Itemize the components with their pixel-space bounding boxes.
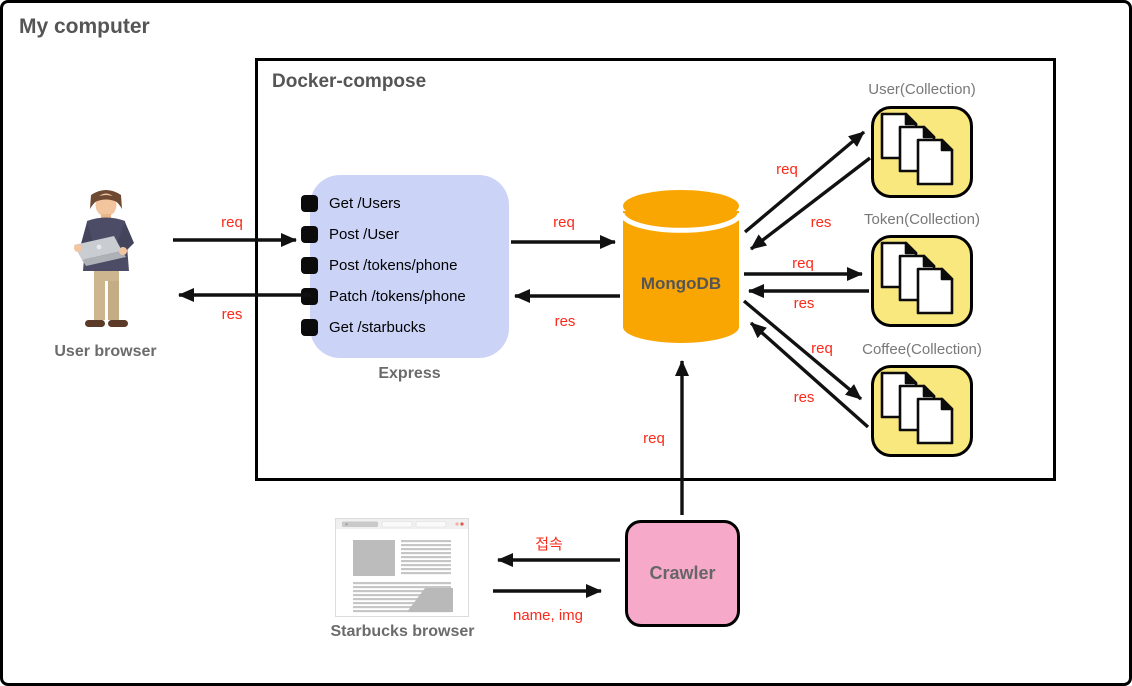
docker-compose-box: Docker-compose [255, 58, 1056, 481]
person-with-laptop-icon [74, 190, 134, 327]
mongodb-label: MongoDB [640, 274, 722, 293]
express-label: Express [378, 365, 441, 382]
person-body [74, 190, 134, 327]
stacked-documents-icon [880, 371, 954, 445]
express-route: Post /tokens/phone [301, 256, 466, 274]
arrow-label-res: res [221, 306, 243, 323]
express-route-list: Get /Users Post /User Post /tokens/phone… [301, 194, 466, 349]
arrow-label-res: res [793, 295, 815, 312]
user-browser-label: User browser [54, 343, 157, 360]
crawler-box: Crawler [625, 520, 740, 627]
express-route: Get /starbucks [301, 318, 466, 336]
route-label: Patch /tokens/phone [329, 287, 466, 305]
arrow-label-req: req [643, 430, 665, 447]
arrow-label-req: req [811, 340, 833, 357]
route-label: Post /tokens/phone [329, 256, 458, 274]
arrow-label-req: req [221, 214, 243, 231]
browser-window-dot [460, 522, 464, 526]
arrow-label-req: req [553, 214, 575, 231]
stacked-documents-icon [880, 241, 954, 315]
route-label: Get /Users [329, 194, 401, 212]
black-square-bullet-icon [301, 318, 318, 336]
docker-compose-title: Docker-compose [272, 71, 427, 92]
arrow-label-res: res [810, 214, 832, 231]
arrow-label-res: res [554, 313, 576, 330]
browser-page-content [353, 540, 453, 613]
route-label: Post /User [329, 225, 400, 243]
arrow-label-res: res [793, 389, 815, 406]
black-square-bullet-icon [301, 225, 318, 243]
coffee-collection-label: Coffee(Collection) [862, 341, 982, 358]
black-square-bullet-icon [301, 194, 318, 212]
express-route: Post /User [301, 225, 466, 243]
arrow-label-req: req [776, 161, 798, 178]
express-box [310, 175, 509, 358]
browser-window-dot [455, 522, 459, 526]
arrow-label-req: req [792, 255, 814, 272]
route-label: Get /starbucks [329, 318, 426, 336]
express-route: Get /Users [301, 194, 466, 212]
user-collection-label: User(Collection) [868, 81, 976, 98]
express-route: Patch /tokens/phone [301, 287, 466, 305]
black-square-bullet-icon [301, 287, 318, 305]
token-collection-label: Token(Collection) [864, 211, 980, 228]
arrow-label-name-img: name, img [512, 607, 584, 624]
database-cylinder-icon [619, 190, 743, 343]
browser-tab [342, 521, 378, 527]
stacked-documents-icon [880, 112, 954, 186]
token-collection-box [871, 235, 973, 327]
starbucks-browser-label: Starbucks browser [330, 623, 475, 640]
page-title: My computer [19, 15, 150, 38]
user-collection-box [871, 106, 973, 198]
arrow-label-connect: 접속 [535, 536, 563, 553]
crawler-label: Crawler [649, 563, 716, 583]
black-square-bullet-icon [301, 256, 318, 274]
coffee-collection-box [871, 365, 973, 457]
browser-window-icon [335, 518, 469, 617]
